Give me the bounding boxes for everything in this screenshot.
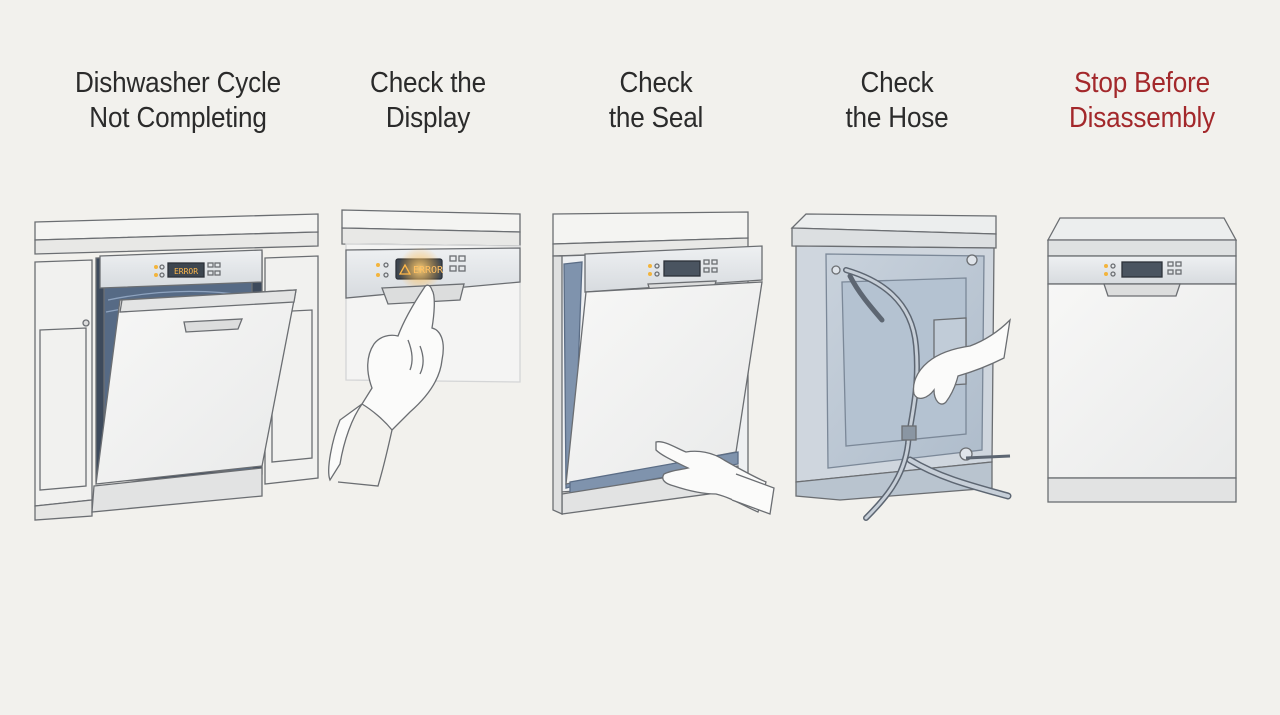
step-3-illustration [552,211,775,516]
step-2-title-line-2: Display [385,102,471,134]
step-5-title-line-2: Disassembly [1069,102,1215,134]
step-1-title: Dishwasher Cycle Not Completing [70,66,286,136]
step-1-illustration: ERROR [34,213,319,521]
step-1-display-text: ERROR [174,267,198,276]
step-2-illustration: ERROR [328,209,521,487]
step-3-title: Check the Seal [548,66,764,136]
step-4-illustration [790,213,1012,521]
step-1-title-line-1: Dishwasher Cycle [75,67,281,99]
warning-triangle-icon [398,263,412,275]
step-4-title: Check the Hose [789,66,1005,136]
step-4-title-line-1: Check [860,67,934,99]
step-2-display-text: ERROR [413,265,444,276]
step-5-title: Stop Before Disassembly [1034,66,1250,136]
step-3-title-line-2: the Seal [608,102,704,134]
step-2-title-line-1: Check the [370,67,486,99]
step-5-illustration [1046,217,1238,503]
step-2-title: Check the Display [320,66,536,136]
step-5-title-line-1: Stop Before [1074,67,1210,99]
step-3-title-line-1: Check [619,67,693,99]
step-4-title-line-2: the Hose [845,102,949,134]
step-1-title-line-2: Not Completing [89,102,267,134]
